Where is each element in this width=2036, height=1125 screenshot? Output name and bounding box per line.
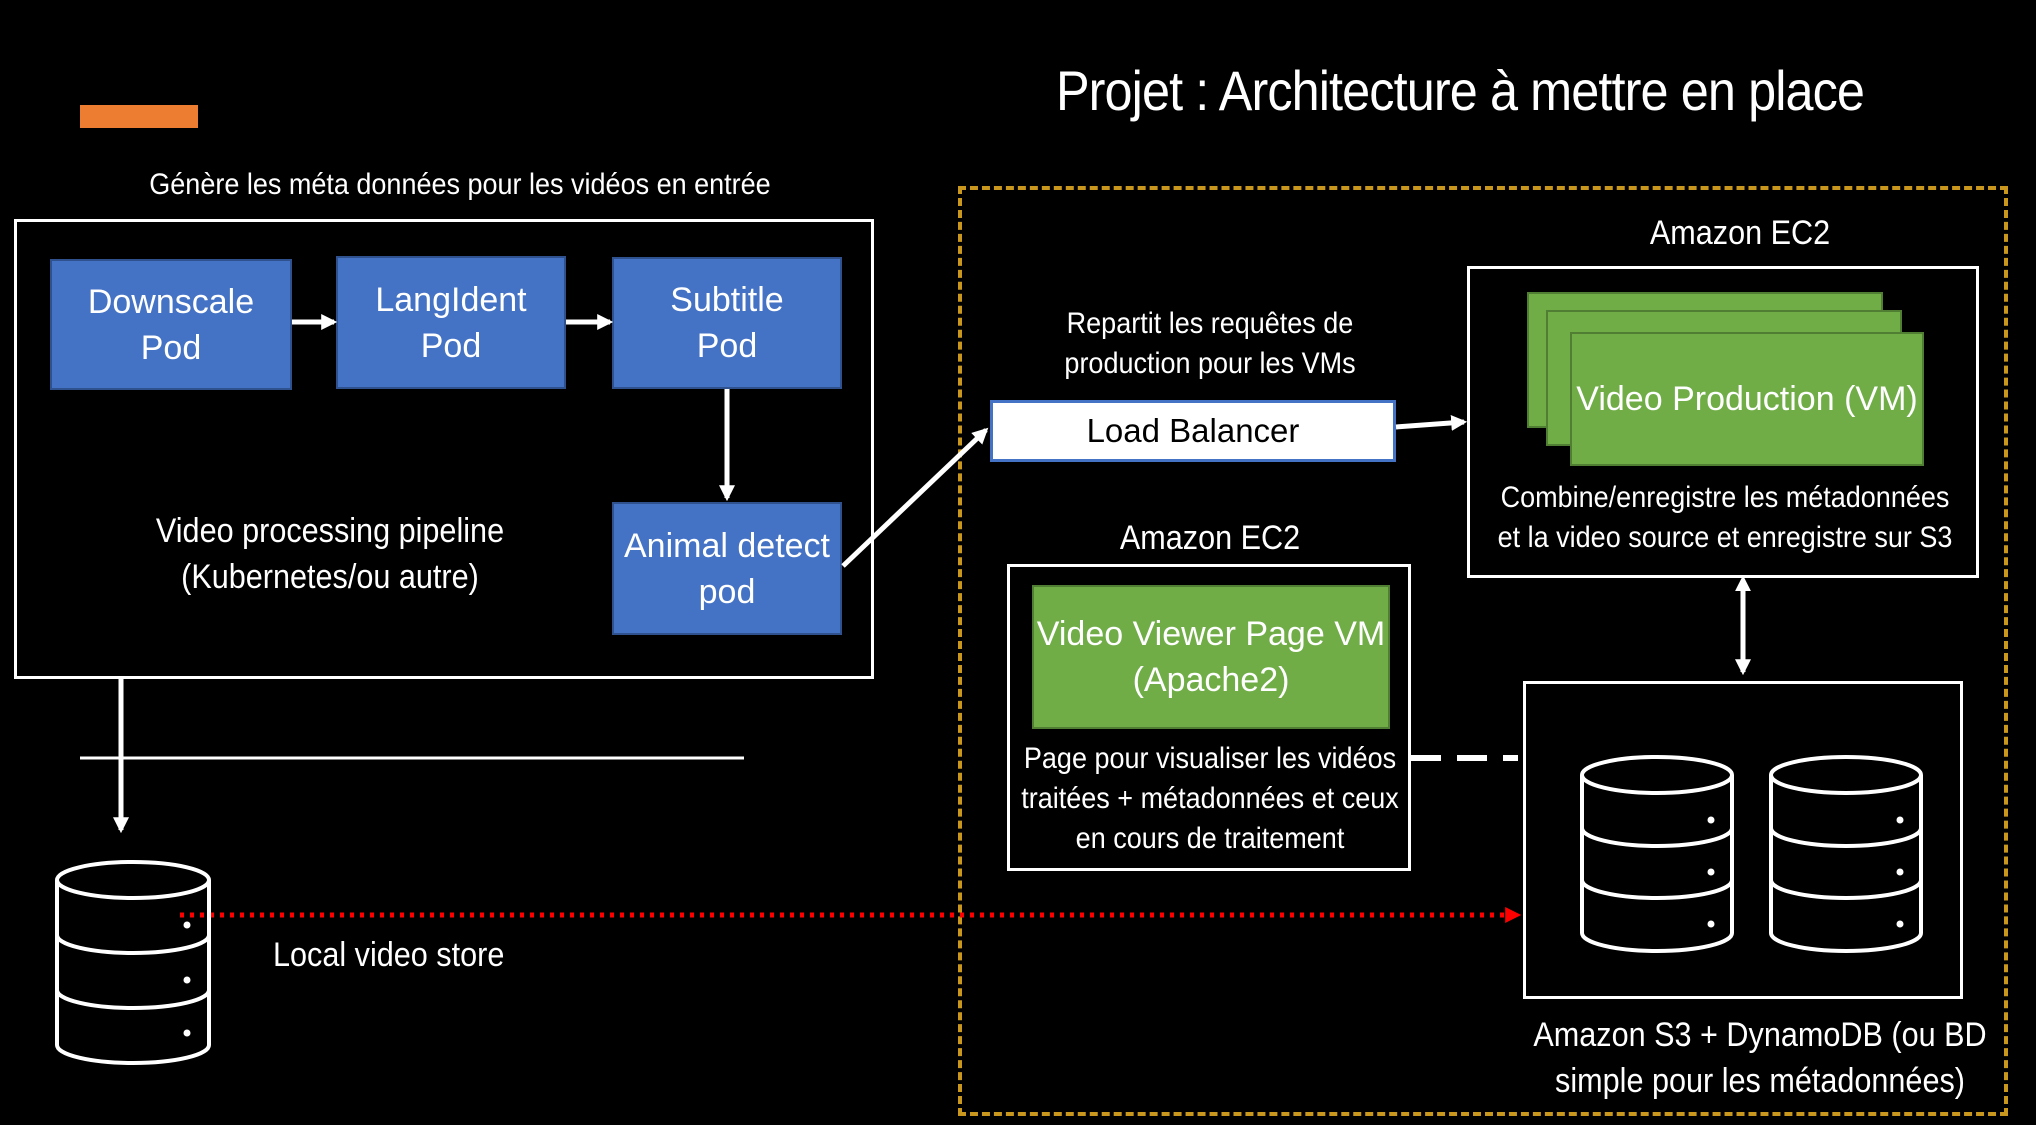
viewer-ec2-box	[1007, 564, 1411, 871]
production-ec2-label: Amazon EC2	[1649, 214, 1831, 252]
arrow-pipeline-load-balancer	[841, 427, 989, 568]
local-store-label: Local video store	[273, 936, 505, 974]
aws-boundary-frame	[958, 186, 2008, 1116]
langident-pod[interactable]: LangIdent Pod	[336, 256, 566, 389]
s3-database-icon	[1580, 755, 1734, 953]
viewer-description: Page pour visualiser les vidéos traitées…	[1021, 742, 1399, 855]
pipeline-caption: Génère les méta données pour les vidéos …	[149, 168, 771, 201]
local-store-database-icon	[55, 860, 211, 1065]
pipeline-box	[14, 219, 874, 679]
subtitle-pod[interactable]: Subtitle Pod	[612, 257, 842, 389]
video-production-vm[interactable]: Video Production (VM)	[1570, 332, 1924, 466]
animal-detect-pod[interactable]: Animal detect pod	[612, 502, 842, 635]
arrow-load-balancer-production	[1395, 414, 1468, 431]
video-viewer-vm[interactable]: Video Viewer Page VM (Apache2)	[1032, 585, 1390, 729]
production-description: Combine/enregistre les métadonnées et la…	[1497, 481, 1953, 554]
page-title: Projet : Architecture à mettre en place	[1055, 59, 1865, 122]
storage-label: Amazon S3 + DynamoDB (ou BD simple pour …	[1533, 1016, 1987, 1100]
production-ec2-box	[1467, 266, 1979, 578]
pipeline-label: Video processing pipeline (Kubernetes/ou…	[155, 512, 505, 596]
load-balancer-caption: Repartit les requêtes de production pour…	[1064, 307, 1356, 380]
downscale-pod[interactable]: Downscale Pod	[50, 259, 292, 390]
load-balancer[interactable]: Load Balancer	[990, 400, 1396, 462]
storage-box	[1523, 681, 1963, 999]
dynamodb-database-icon	[1769, 755, 1923, 953]
viewer-ec2-label: Amazon EC2	[1119, 519, 1301, 557]
accent-bar	[80, 105, 198, 128]
